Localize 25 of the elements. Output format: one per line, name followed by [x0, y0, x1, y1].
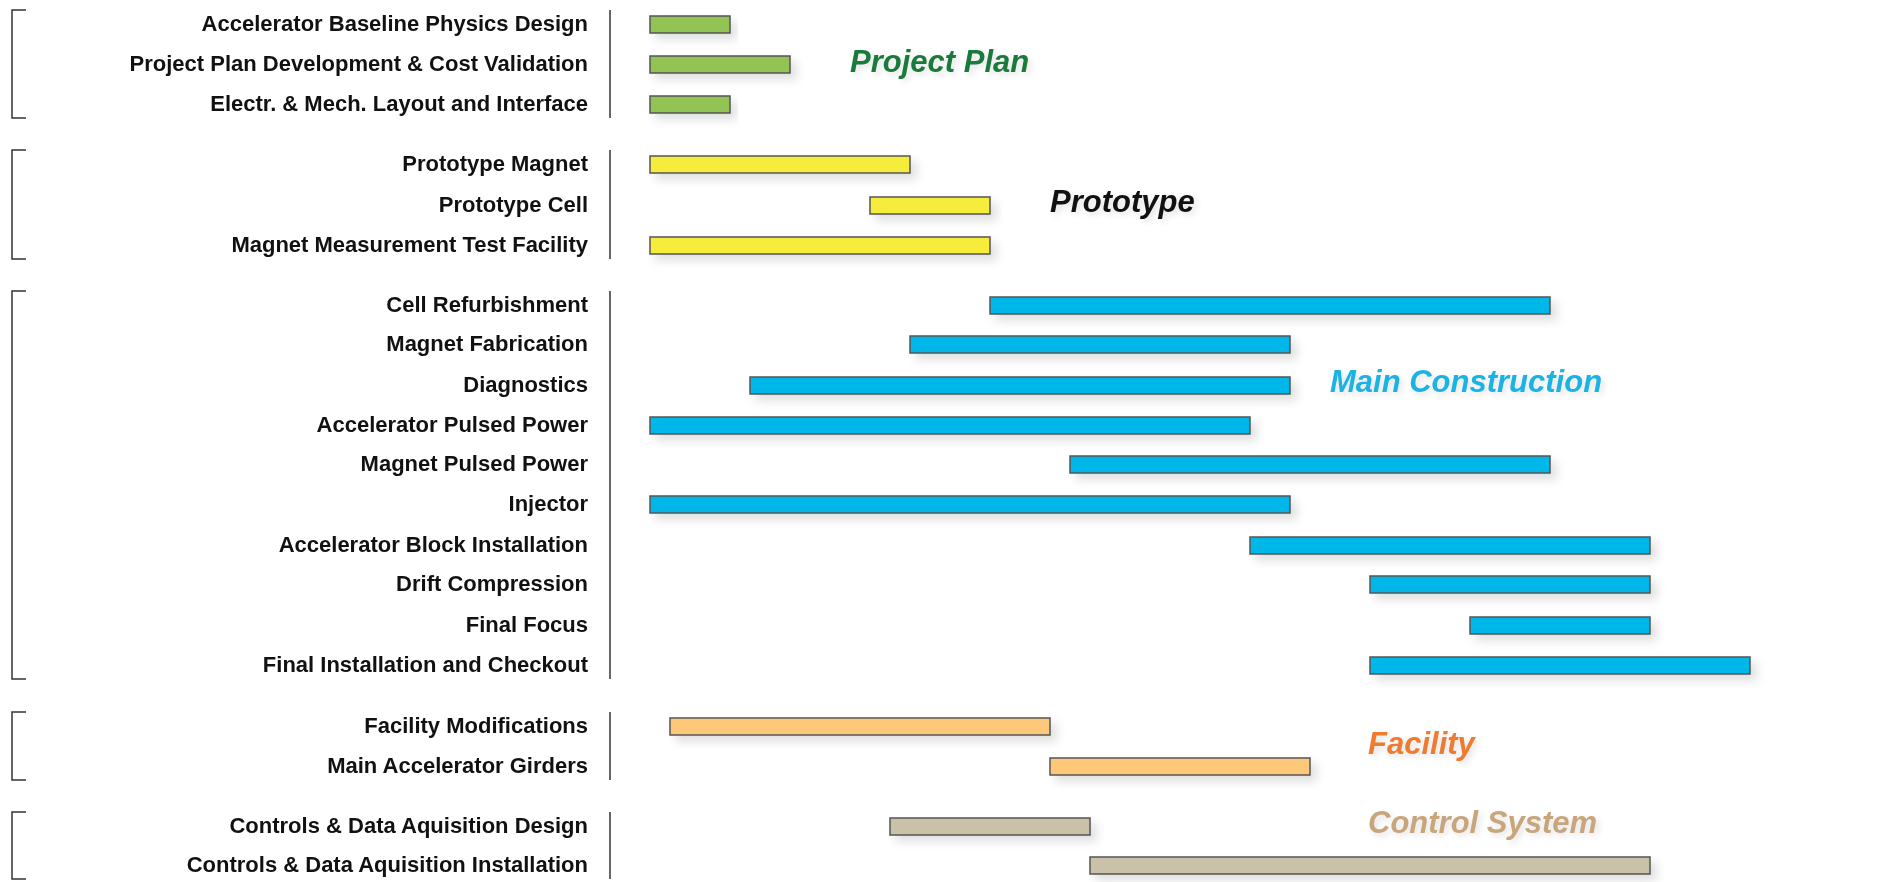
phase-title: Facility: [1368, 726, 1475, 762]
phase-title: Main Construction: [1330, 364, 1603, 400]
task-label: Controls & Data Aquisition Installation: [186, 852, 588, 878]
task-label: Magnet Pulsed Power: [360, 451, 588, 477]
task-label: Electr. & Mech. Layout and Interface: [210, 91, 588, 117]
task-label: Diagnostics: [463, 372, 588, 398]
task-label: Main Accelerator Girders: [327, 753, 588, 779]
task-label: Magnet Fabrication: [386, 331, 588, 357]
phase-title: Control System: [1368, 805, 1598, 841]
task-label: Project Plan Development & Cost Validation: [129, 51, 588, 77]
task-label: Facility Modifications: [364, 713, 588, 739]
task-label: Accelerator Baseline Physics Design: [201, 11, 588, 37]
phase-title: Project Plan: [850, 44, 1030, 80]
task-label: Final Installation and Checkout: [262, 652, 588, 678]
task-label: Prototype Cell: [438, 192, 588, 218]
task-label: Accelerator Block Installation: [278, 532, 588, 558]
task-label: Cell Refurbishment: [386, 292, 588, 318]
task-label: Controls & Data Aquisition Design: [229, 813, 588, 839]
task-label: Injector: [508, 491, 588, 517]
task-label: Magnet Measurement Test Facility: [231, 232, 588, 258]
phase-title: Prototype: [1050, 184, 1195, 220]
task-label: Accelerator Pulsed Power: [316, 412, 588, 438]
task-label: Drift Compression: [396, 571, 588, 597]
task-label: Final Focus: [465, 612, 588, 638]
task-label: Prototype Magnet: [402, 151, 588, 177]
